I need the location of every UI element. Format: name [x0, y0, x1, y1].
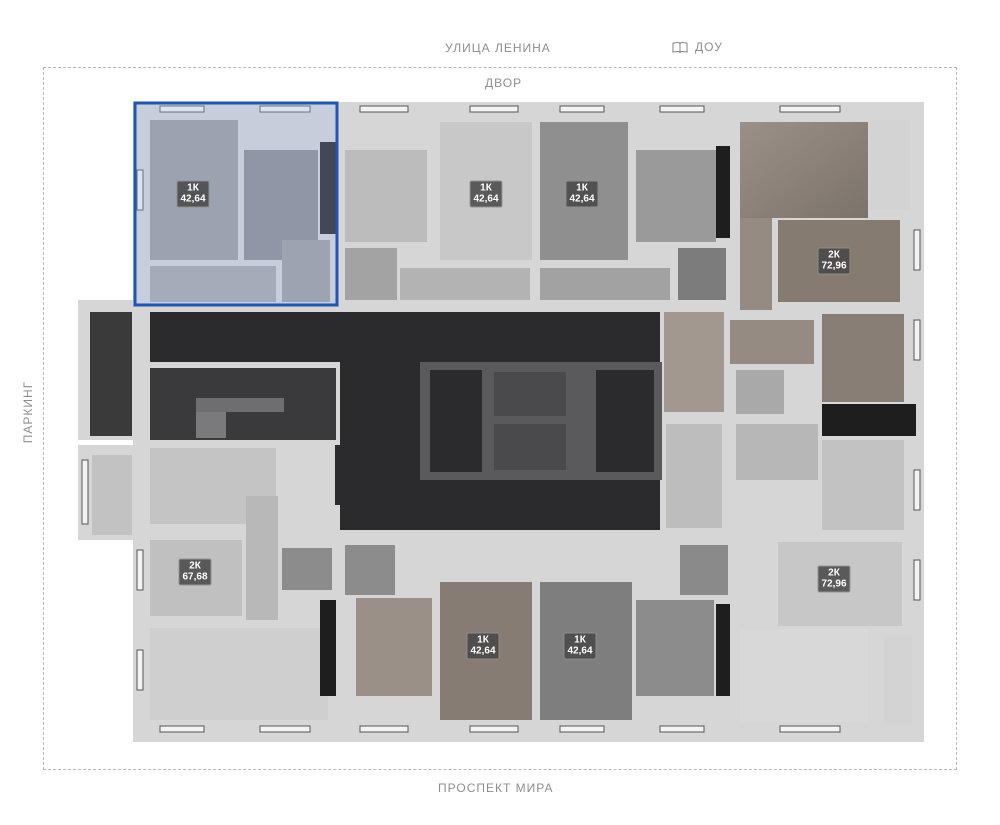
elevator-shaft: [596, 370, 654, 472]
yard-label: ДВОР: [485, 76, 523, 90]
room: [345, 545, 395, 595]
apartment-2k-top-right[interactable]: [736, 104, 920, 304]
room: [740, 630, 868, 722]
room: [150, 628, 328, 720]
room: [678, 248, 726, 300]
selected-apartment-outline: [133, 101, 339, 307]
room: [822, 440, 904, 530]
school-text: ДОУ: [695, 40, 723, 54]
apartment-1k-top-right[interactable]: [538, 104, 732, 304]
left-wing-balcony: [90, 312, 132, 436]
room: [740, 122, 868, 218]
left-wing-room: [92, 455, 132, 535]
stairs-lower: [196, 412, 226, 438]
room: [636, 600, 714, 696]
room: [740, 218, 772, 310]
avenue-label: ПРОСПЕКТ МИРА: [438, 781, 554, 795]
room: [730, 320, 814, 364]
windows: [81, 105, 921, 733]
apartment-1k-top-center[interactable]: [340, 104, 534, 304]
balcony-black: [822, 404, 916, 436]
elevator: [494, 424, 566, 470]
room: [636, 150, 716, 242]
balcony-black: [716, 146, 730, 238]
apartment-1k-bottom-right[interactable]: [538, 540, 732, 736]
room: [282, 240, 330, 302]
room: [870, 120, 910, 210]
school-label: ДОУ: [672, 40, 723, 54]
elevator-shaft: [430, 370, 482, 472]
apartment-2k-left[interactable]: [136, 444, 336, 624]
room: [736, 424, 818, 480]
room: [666, 424, 722, 528]
room: [736, 370, 784, 414]
selected-apartment-overlay: [136, 104, 336, 304]
street-label: УЛИЦА ЛЕНИНА: [445, 41, 551, 55]
room: [345, 150, 427, 242]
room: [282, 548, 332, 590]
room: [345, 248, 397, 300]
open-book-icon: [672, 41, 688, 53]
room: [664, 312, 724, 412]
balcony-black: [320, 142, 338, 234]
room: [822, 314, 904, 402]
elevator: [494, 372, 566, 416]
room: [150, 266, 276, 302]
apartment-1k-bottom-center[interactable]: [340, 540, 534, 736]
balcony-black: [716, 604, 730, 696]
room: [540, 268, 670, 300]
balcony-black: [320, 600, 336, 696]
room: [246, 496, 278, 620]
room: [400, 268, 530, 300]
room: [680, 545, 728, 595]
stairs: [196, 398, 284, 412]
room: [356, 598, 432, 696]
site-boundary: [43, 67, 957, 770]
room: [884, 636, 912, 724]
apartment-2k-bottom-right[interactable]: [736, 440, 920, 630]
